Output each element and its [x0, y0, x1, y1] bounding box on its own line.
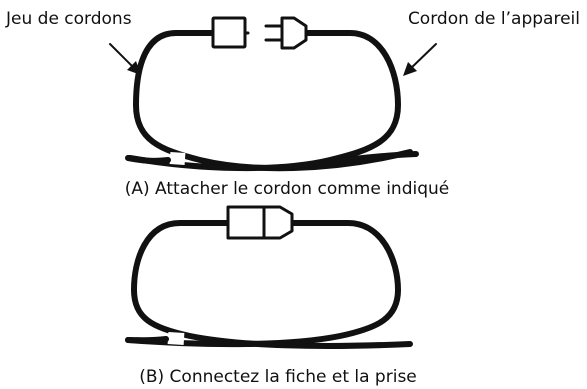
appliance-cord-a: [127, 30, 401, 172]
cord-loop-b: [131, 220, 413, 349]
cord-loop-b-right: [125, 220, 401, 348]
plug-a: [280, 16, 308, 50]
cord-tail-right-a: [327, 151, 419, 165]
figure-b: [125, 205, 413, 349]
label-cordon-appareil: Cordon de l’appareil: [408, 9, 580, 29]
caption-b: (B) Connectez la fiche et la prise: [139, 367, 417, 387]
extension-cord-a: [133, 30, 413, 172]
socket-a: [211, 16, 247, 49]
cord-crossing-gap-b: [167, 332, 185, 345]
label-jeu-de-cordons: Jeu de cordons: [5, 9, 132, 29]
cord-tail-left-b: [125, 336, 169, 344]
socket-b: [226, 205, 266, 240]
caption-a: (A) Attacher le cordon comme indiqué: [125, 179, 450, 199]
cord-tail-left-a: [125, 155, 171, 164]
plug-b: [262, 205, 294, 240]
figure-a: Jeu de cordons Cordon de l’appareil: [5, 9, 580, 172]
cord-crossing-gap-a: [169, 152, 186, 165]
arrow-right: [403, 43, 437, 76]
